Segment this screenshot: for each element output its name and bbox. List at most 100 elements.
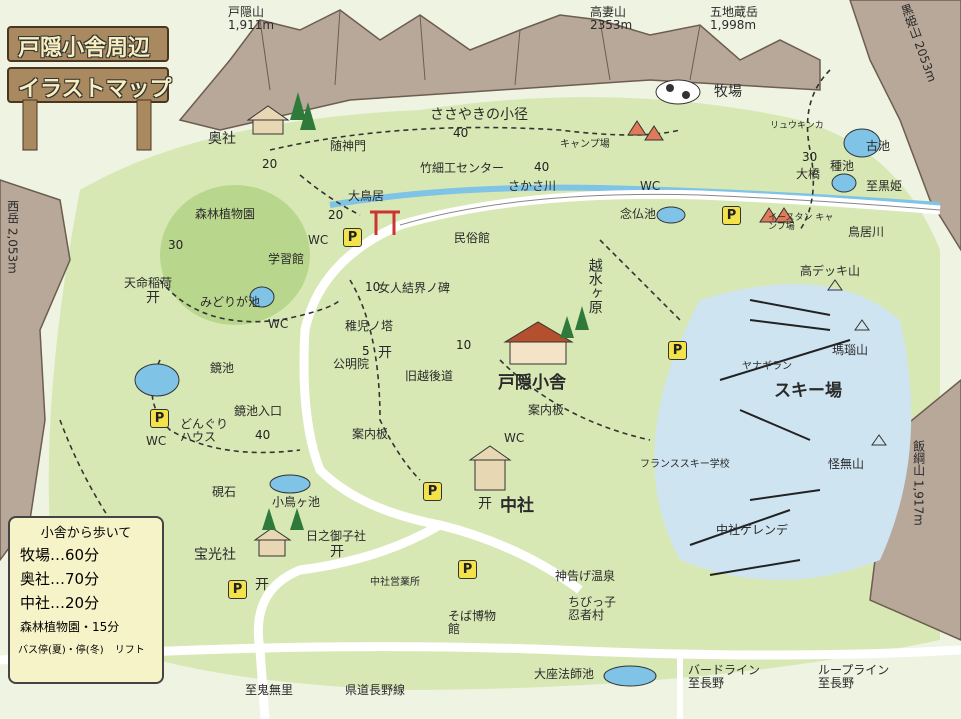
- label-hokosha: 宝光社: [194, 547, 236, 563]
- legend-heading: 小舎から歩いて: [40, 526, 132, 541]
- label-taneike: 種池: [830, 159, 855, 173]
- legend-bus: バス停(夏)・停(冬): [18, 645, 104, 656]
- shrine-mark: 开: [478, 496, 492, 512]
- taizahoushi-pond: [603, 665, 657, 687]
- label-togakushi-koya: 戸隠小舎: [498, 373, 566, 393]
- peak-iizuna: 飯綱山 1,917m: [911, 440, 926, 526]
- northern-mountains: [178, 9, 821, 131]
- distance-label: 30: [802, 150, 818, 164]
- distance-label: 40: [534, 160, 550, 174]
- label-komeiin: 公明院: [333, 357, 370, 371]
- shrine-mark: 开: [146, 290, 160, 306]
- label-kagamiike: 鏡池: [210, 361, 235, 375]
- map-title-line1: 戸隠小舎周辺: [18, 35, 151, 61]
- label-hiniko: 日之御子社: [306, 529, 367, 543]
- legend-row-bokujo: 牧場…60分: [20, 546, 100, 564]
- label-chusha: 中社: [500, 496, 534, 516]
- nenbutsu-pond: [656, 206, 686, 224]
- kagami-pond: [134, 363, 180, 397]
- distance-label: 40: [453, 126, 469, 140]
- main-road-winding: [299, 220, 583, 594]
- label-kyuechigo: 旧越後道: [405, 369, 454, 383]
- label-toriigawa: 鳥居川: [848, 225, 885, 239]
- label-kaimuzan: 怪無山: [828, 457, 865, 471]
- label-menouyama: 瑪瑙山: [832, 343, 869, 357]
- label-takezaiku: 竹細工センター: [420, 161, 505, 175]
- parking-sign: P: [668, 341, 687, 360]
- label-wc-1: WC: [640, 179, 661, 193]
- kurohime-slope: [849, 0, 961, 252]
- road-west: [253, 521, 443, 719]
- label-kendo-nagano: 県道長野線: [345, 683, 406, 697]
- distance-label: 40: [255, 428, 271, 442]
- cow-icon: [655, 79, 701, 105]
- legend-bus-lift: バス停(夏)・停(冬) リフト: [18, 641, 162, 656]
- label-chusha-gelande: 中社ゲレンデ: [716, 523, 789, 537]
- label-nenbutsuike: 念仏池: [620, 207, 657, 221]
- title-signboard: [7, 26, 169, 151]
- label-koike: 古池: [866, 139, 891, 153]
- ski-lifts: [689, 299, 851, 576]
- distance-label: 10: [456, 338, 472, 352]
- label-tenmei-inari: 天命稲荷: [124, 276, 173, 290]
- label-okusha: 奥社: [208, 131, 236, 147]
- togakushi-koya-building: [503, 321, 574, 365]
- label-kamitsuge: 神告げ温泉: [555, 569, 616, 583]
- legend-row-chusha: 中社…20分: [20, 594, 100, 612]
- legend-lift: リフト: [114, 645, 145, 656]
- peak-nishidake: 西岳 2,053m: [5, 200, 20, 274]
- label-zuijinmon: 随神門: [330, 139, 367, 153]
- legend-row-okusha: 奥社…70分: [20, 570, 100, 588]
- label-yanagiran: ヤナギラン: [742, 361, 792, 372]
- label-echimizugahara: 越水ヶ原: [586, 258, 603, 314]
- label-sakasagawa: さかさ川: [508, 179, 557, 193]
- label-ryukinka: リュウキンカ: [770, 121, 824, 131]
- shrine-mark: 开: [330, 544, 344, 560]
- label-otorii: 大鳥居: [348, 189, 385, 203]
- furuike-pond: [843, 128, 881, 158]
- distance-label: 20: [328, 208, 344, 222]
- tent-icons: [627, 120, 794, 223]
- walking-time-legend: 小舎から歩いて 牧場…60分 奥社…70分 中社…20分 森林植物園・15分 バ…: [8, 516, 164, 684]
- label-sasayaki: ささやきの小径: [430, 107, 528, 123]
- label-to-kurohime: 至黒姫: [866, 179, 903, 193]
- peak-markers: [827, 279, 887, 446]
- label-wc-2: WC: [308, 233, 329, 247]
- distance-label: 30: [168, 238, 184, 252]
- label-bokujo: 牧場: [714, 84, 742, 100]
- label-shinrin: 森林植物園: [195, 207, 256, 221]
- label-ohashi: 大橋: [796, 167, 821, 181]
- label-wc-3: WC: [268, 317, 289, 331]
- kotori-pond: [269, 474, 311, 494]
- trails: [59, 69, 831, 561]
- label-loopline: ループライン 至長野: [818, 663, 890, 690]
- legend-row-shinrin: 森林植物園・15分: [20, 620, 120, 634]
- label-annaiban: 案内板: [528, 403, 565, 417]
- parking-sign: P: [423, 482, 442, 501]
- label-gakushukan: 学習館: [268, 252, 305, 266]
- label-chigonoto: 稚児ノ塔: [345, 319, 394, 333]
- map-title-line2: イラストマップ: [18, 76, 172, 102]
- label-annaiban-2: 案内板: [352, 427, 389, 441]
- label-camp: キャンプ場: [560, 139, 610, 150]
- parking-sign: P: [150, 409, 169, 428]
- prefectural-road: [0, 642, 961, 665]
- distance-label: 20: [262, 157, 278, 171]
- label-skijo: スキー場: [774, 381, 842, 401]
- label-midorigaike: みどりが池: [200, 295, 261, 309]
- parking-sign: P: [722, 206, 741, 225]
- shrine-mark: 开: [378, 345, 392, 361]
- parking-sign: P: [458, 560, 477, 579]
- label-chusha-eigyo: 中社営業所: [370, 577, 420, 588]
- parking-sign: P: [228, 580, 247, 599]
- label-kotoriike: 小鳥ヶ池: [272, 495, 321, 509]
- distance-label: 10: [365, 280, 381, 294]
- label-birdline: バードライン 至長野: [688, 663, 761, 690]
- label-minzokukan: 民俗館: [454, 231, 491, 245]
- label-chibikko: ちびっ子忍者村: [568, 595, 617, 622]
